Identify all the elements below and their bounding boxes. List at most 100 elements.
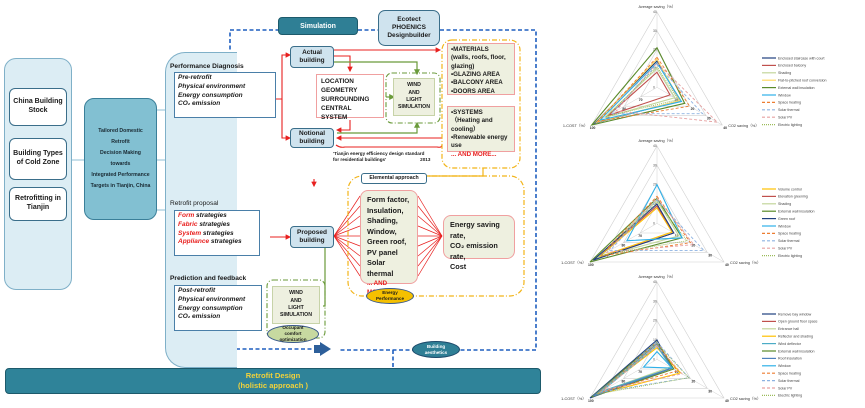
retrofitting-tianjin-box: Retrofitting in Tianjin <box>9 187 67 221</box>
diag-line: Physical environment <box>178 82 246 90</box>
radar-tick-label: 70 <box>638 370 642 374</box>
oc-line: optimization <box>279 336 307 342</box>
diag-line: CO₂ emission <box>178 100 221 108</box>
radar-tick-label: 20 <box>653 319 657 323</box>
dash-loop-right <box>440 29 537 351</box>
legend-label: Elevation greening <box>778 195 808 199</box>
materials-box: •MATERIALS (walls, roofs, floor, glazing… <box>447 43 515 95</box>
standard-note: 'Tianjin energy efficiency design standa… <box>333 151 430 164</box>
radar-series-green-roof <box>593 203 675 261</box>
radar-axis-title: CO2 saving（%） <box>728 123 759 128</box>
legend-label: Window <box>778 364 791 368</box>
simulation-tools-box: Ecotect PHOENICS Designbuilder <box>378 10 440 46</box>
decision-making-box: Tailored Domestic Retrofit Decision Maki… <box>84 98 157 220</box>
radar-tick-label: 0 <box>653 221 655 225</box>
radar-axis-line <box>591 87 658 126</box>
right-arrow-feedback <box>320 342 331 356</box>
sim-line: AND <box>408 89 420 96</box>
fan-lines-in <box>333 195 361 277</box>
radar-axis-title: 1-COST（%） <box>561 260 586 265</box>
radar-tick-label: 100 <box>588 399 594 403</box>
ff-line: PV panel <box>367 247 398 257</box>
radar-axis-title: 1-COST（%） <box>563 123 588 128</box>
radar-series-electric-lighting <box>604 65 679 118</box>
strategy-suffix: strategies <box>197 220 231 228</box>
systems-box: •SYSTEMS （Heating and cooling） •Renewabl… <box>447 106 515 158</box>
strategy-keyword: Fabric <box>178 220 198 228</box>
legend-label: External wall insulation <box>778 86 815 90</box>
legend-label: Solar thermal <box>778 108 800 112</box>
legend-label: Electric lighting <box>778 394 802 398</box>
materials-enclosure <box>441 39 521 169</box>
diag-line: Energy consumption <box>178 91 243 99</box>
ff-line: Solar thermal <box>367 258 394 279</box>
radar-tick-label: 20 <box>691 107 695 111</box>
pred-line: Energy consumption <box>178 304 243 312</box>
center-line: Retrofit <box>111 139 130 146</box>
mat-line: •GLAZING AREA <box>451 71 501 79</box>
strategy-system: System strategies <box>178 230 256 239</box>
legend-label: Window <box>778 93 791 97</box>
legend-label: Roof insulation <box>778 357 802 361</box>
sim-line: LIGHT <box>288 305 304 311</box>
wind-light-simulation-1: WIND AND LIGHT SIMULATION <box>393 78 435 116</box>
mat-line: •DOORS AREA <box>451 87 495 95</box>
legend-label: Enclosed staircase with court <box>778 56 825 60</box>
radar-axis-title: CO2 saving（%） <box>730 396 761 401</box>
proposed-building-box: Proposed building <box>290 226 334 248</box>
radar-series-solar-pv <box>603 345 683 391</box>
legend-label: External wall insulation <box>778 349 815 353</box>
diag-line: Pre-retrofit <box>178 74 212 81</box>
strategy-keyword: System <box>178 229 202 237</box>
sys-line: （Heating and cooling） <box>451 117 493 133</box>
center-line: Decision Making <box>100 150 141 157</box>
radar-tick-label: 30 <box>653 299 657 303</box>
legend-label: Window <box>778 224 791 228</box>
energy-performance-ellipse: Energy Performance <box>366 288 414 304</box>
radar-series-solar-pv <box>605 197 695 253</box>
performance-diagnosis-box: Pre-retrofit Physical environment Energy… <box>174 72 276 118</box>
legend-label: Solar PV <box>778 247 793 251</box>
radar-series-solar-pv <box>615 62 719 123</box>
radar-axis-title: CO2 saving（%） <box>730 260 761 265</box>
pred-line: Physical environment <box>178 295 246 303</box>
radar-tick-label: 70 <box>639 98 643 102</box>
loc-line: CENTRAL SYSTEM <box>321 104 352 121</box>
radar-axis-title: Average saving（%） <box>638 4 675 9</box>
center-line: Tailored Domestic <box>98 128 143 135</box>
radar-tick-label: 40 <box>725 263 729 267</box>
outcome-line: CO₂ emission rate, <box>450 241 498 261</box>
radar-tick-label: 10 <box>653 338 657 342</box>
retrofit-proposal-title: Retrofit proposal <box>170 200 219 207</box>
radar-grid-ring <box>591 11 723 126</box>
radar-tick-label: 30 <box>708 253 712 257</box>
ep-line: Energy <box>382 290 398 296</box>
tool-designbuilder: Designbuilder <box>387 31 431 39</box>
radar-tick-label: 0 <box>653 85 655 89</box>
loc-line: SURROUNDING <box>321 95 370 103</box>
legend-label: Open ground floor space <box>778 320 818 324</box>
strategy-appliance: Appliance strategies <box>178 238 256 247</box>
sim-line: SIMULATION <box>398 104 430 111</box>
legend-label: Flat-to-pitched roof conversion <box>778 79 827 83</box>
wind-sim-enclosure-1 <box>385 72 441 124</box>
radar-tick-label: 40 <box>723 126 727 130</box>
ff-line: Insulation, <box>367 205 404 215</box>
radar-axis-title: Average saving（%） <box>638 274 675 279</box>
strategy-fabric: Fabric strategies <box>178 221 256 230</box>
actual-building-box: Actual building <box>290 46 334 68</box>
radar-tick-label: 30 <box>708 389 712 393</box>
radar-tick-label: 30 <box>707 117 711 121</box>
ep-line: Performance <box>375 296 405 301</box>
radar-tick-label: 10 <box>675 370 679 374</box>
center-line: Targets in Tianjin, China <box>90 182 151 189</box>
sys-line: •SYSTEMS <box>451 109 483 116</box>
legend-label: Solar thermal <box>778 239 800 243</box>
strategy-suffix: strategies <box>194 212 227 219</box>
simulation-label: Simulation <box>278 17 358 35</box>
legend-label: Electric lighting <box>778 123 802 127</box>
radar-tick-label: 40 <box>725 399 729 403</box>
loc-line: LOCATION <box>321 78 354 85</box>
mat-line: (walls, roofs, floor, <box>451 54 506 62</box>
